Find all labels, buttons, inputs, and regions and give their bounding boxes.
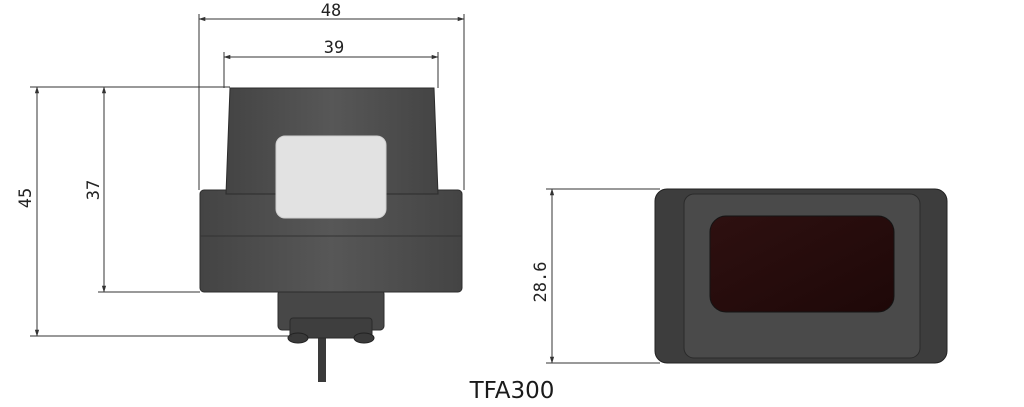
product-caption: TFA300 <box>469 378 555 404</box>
dim-overall-height: 45 <box>16 86 292 337</box>
dim-body-height-label: 37 <box>84 180 104 200</box>
gland-nut-left <box>287 332 309 344</box>
side-view <box>654 188 948 364</box>
sensor-window <box>275 135 387 219</box>
dim-top-width: 39 <box>223 38 439 88</box>
dim-side-height: 28.6 <box>531 188 660 364</box>
cable-gland-base <box>289 317 373 339</box>
lens-window <box>709 215 895 313</box>
dim-body-height: 37 <box>84 86 200 293</box>
dim-overall-width: 48 <box>198 1 465 190</box>
dim-top-width-label: 39 <box>324 38 344 58</box>
front-view <box>199 87 463 382</box>
dim-overall-height-label: 45 <box>16 188 36 208</box>
dim-side-height-label: 28.6 <box>531 262 551 303</box>
gland-nut-right <box>353 332 375 344</box>
dim-overall-width-label: 48 <box>321 1 341 21</box>
cable <box>318 336 326 382</box>
